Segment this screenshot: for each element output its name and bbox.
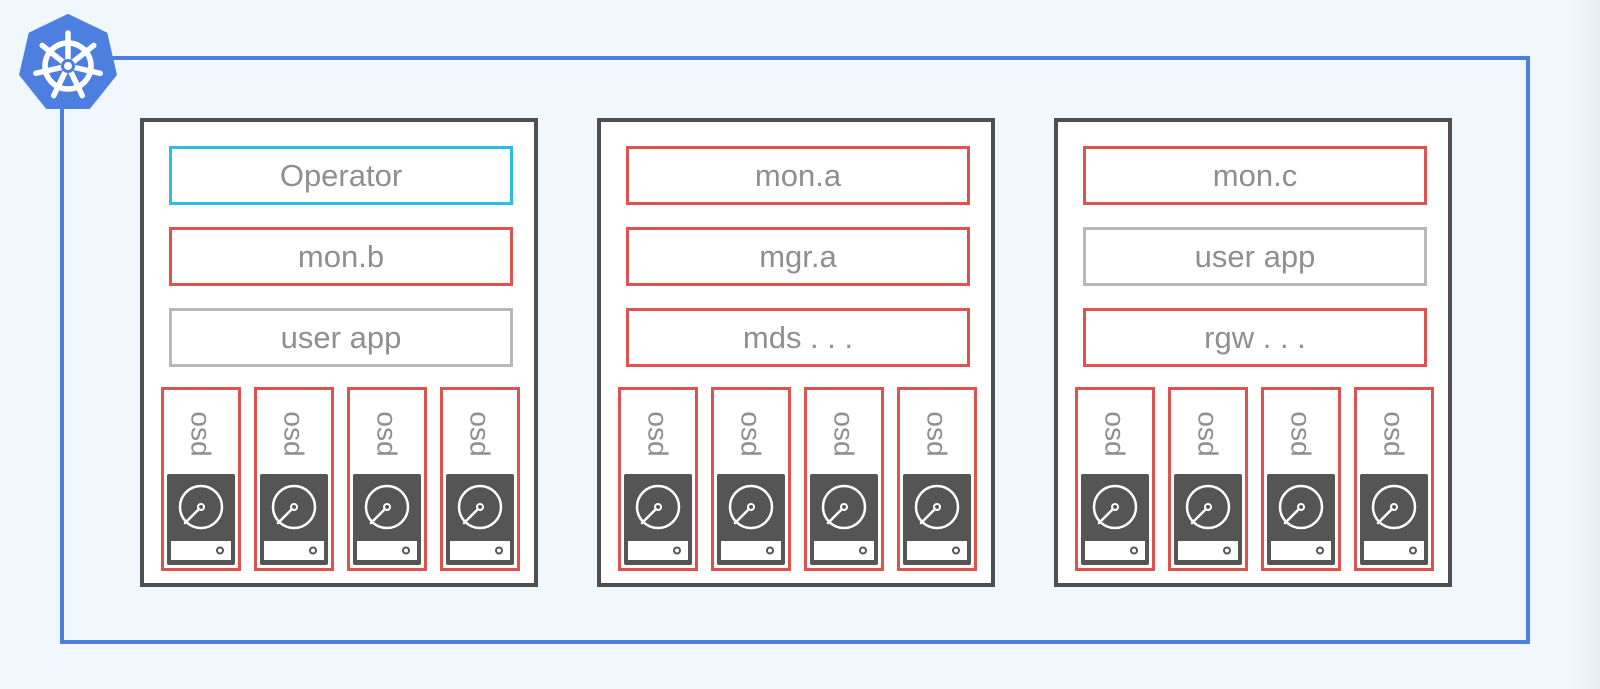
pod-label: user app: [1194, 238, 1316, 274]
background-edge-shade: [1570, 0, 1600, 689]
osd-label: osd: [643, 411, 674, 457]
osd-label: osd: [465, 411, 496, 457]
hard-disk-icon: [1081, 474, 1149, 565]
osd-label: osd: [736, 411, 767, 457]
user-app-pod: user app: [169, 308, 513, 367]
mon-c-pod: mon.c: [1083, 146, 1427, 205]
hard-disk-icon: [1174, 474, 1242, 565]
mds-pod: mds . . .: [626, 308, 970, 367]
pod-label: mon.a: [754, 157, 842, 193]
node-3: mon.c user app rgw . . . osd osd osd osd: [1054, 118, 1452, 587]
osd-label: osd: [1286, 411, 1317, 457]
node-2: mon.a mgr.a mds . . . osd osd osd osd: [597, 118, 995, 587]
pod-label: user app: [280, 319, 402, 355]
osd-pod: osd: [347, 387, 427, 571]
mgr-a-pod: mgr.a: [626, 227, 970, 286]
osd-label: osd: [829, 411, 860, 457]
pod-label: Operator: [279, 157, 403, 193]
user-app-pod: user app: [1083, 227, 1427, 286]
osd-pod: osd: [897, 387, 977, 571]
kubernetes-cluster-boundary: [60, 56, 1530, 644]
hard-disk-icon: [903, 474, 971, 565]
hard-disk-icon: [446, 474, 514, 565]
hard-disk-icon: [1267, 474, 1335, 565]
osd-label: osd: [1100, 411, 1131, 457]
hard-disk-icon: [260, 474, 328, 565]
pod-label: mon.c: [1212, 157, 1298, 193]
pod-label: mds . . .: [742, 319, 854, 355]
node-1: Operator mon.b user app osd osd osd osd: [140, 118, 538, 587]
osd-pod: osd: [618, 387, 698, 571]
osd-label: osd: [1379, 411, 1410, 457]
osd-pod: osd: [804, 387, 884, 571]
osd-pod: osd: [440, 387, 520, 571]
hard-disk-icon: [624, 474, 692, 565]
hard-disk-icon: [810, 474, 878, 565]
osd-pod: osd: [1354, 387, 1434, 571]
hard-disk-icon: [1360, 474, 1428, 565]
rgw-pod: rgw . . .: [1083, 308, 1427, 367]
osd-pod: osd: [1261, 387, 1341, 571]
pod-label: mon.b: [297, 238, 385, 274]
osd-label: osd: [922, 411, 953, 457]
osd-label: osd: [279, 411, 310, 457]
pod-label: mgr.a: [759, 238, 837, 274]
hard-disk-icon: [167, 474, 235, 565]
osd-pod: osd: [1168, 387, 1248, 571]
osd-label: osd: [1193, 411, 1224, 457]
pod-label: rgw . . .: [1204, 319, 1306, 355]
osd-pod: osd: [161, 387, 241, 571]
osd-pod: osd: [711, 387, 791, 571]
operator-pod: Operator: [169, 146, 513, 205]
osd-pod: osd: [1075, 387, 1155, 571]
hard-disk-icon: [353, 474, 421, 565]
osd-label: osd: [372, 411, 403, 457]
kubernetes-icon: [19, 14, 117, 109]
mon-b-pod: mon.b: [169, 227, 513, 286]
hard-disk-icon: [717, 474, 785, 565]
osd-pod: osd: [254, 387, 334, 571]
osd-label: osd: [186, 411, 217, 457]
mon-a-pod: mon.a: [626, 146, 970, 205]
